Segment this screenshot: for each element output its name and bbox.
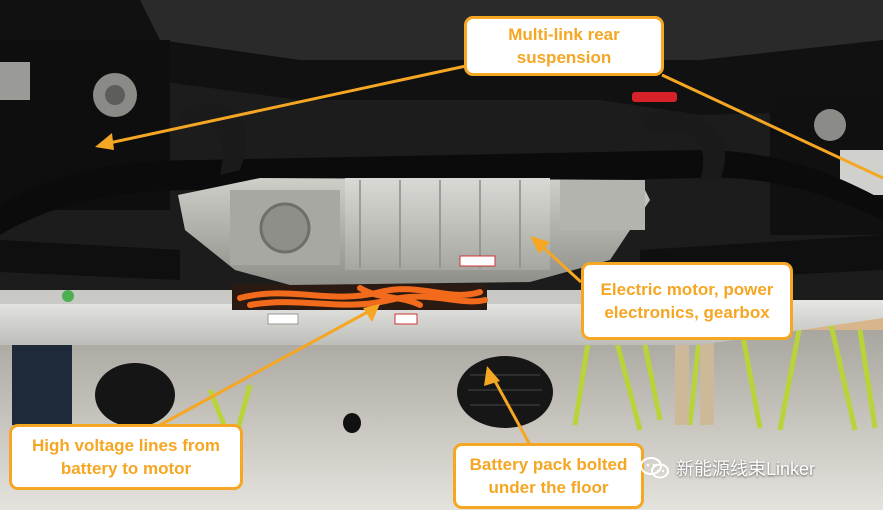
tire-tread xyxy=(468,374,542,406)
rear-tire-right xyxy=(457,356,553,428)
rear-tire-left xyxy=(95,363,175,427)
callout-battery-pack: Battery pack bolted under the floor xyxy=(453,443,644,509)
gearbox-flange xyxy=(259,202,311,254)
motor-stator-casing xyxy=(345,178,550,270)
callout-line: electronics, gearbox xyxy=(604,303,770,322)
watermark-text: 新能源线束Linker xyxy=(676,459,816,479)
wechat-icon xyxy=(640,457,669,479)
callout-line: suspension xyxy=(516,48,612,67)
hv-cables xyxy=(237,285,488,308)
lower-link xyxy=(0,240,180,280)
motor-warning-label xyxy=(459,255,496,267)
pack-label xyxy=(394,313,418,325)
subframe-crossmember xyxy=(0,150,883,235)
callout-electric-motor: Electric motor, power electronics, gearb… xyxy=(581,262,793,340)
watermark: 新能源线束Linker xyxy=(640,455,815,481)
control-arm xyxy=(180,103,247,175)
callout-arrows xyxy=(95,64,883,446)
callout-line: Electric motor, power xyxy=(600,280,774,299)
person-leg xyxy=(675,330,689,425)
floor-object xyxy=(343,413,361,433)
control-arm xyxy=(640,111,726,180)
callout-line: Battery pack bolted xyxy=(469,455,628,474)
person-leg xyxy=(700,330,714,425)
bolt-head xyxy=(0,62,30,100)
callout-line: Multi-link rear xyxy=(508,25,620,44)
callout-high-voltage-lines: High voltage lines from battery to motor xyxy=(9,424,243,490)
pack-label xyxy=(267,313,299,325)
bolt xyxy=(105,85,125,105)
bushing-right xyxy=(814,109,846,141)
callout-line: battery to motor xyxy=(60,459,192,478)
person-legs-left xyxy=(12,345,72,425)
callout-multi-link-rear-suspension: Multi-link rear suspension xyxy=(464,16,664,76)
callout-line: under the floor xyxy=(488,478,609,497)
green-indicator xyxy=(62,290,74,302)
casing-ribs xyxy=(359,180,521,268)
power-electronics xyxy=(560,180,645,230)
callout-line: High voltage lines from xyxy=(32,436,220,455)
red-reflector xyxy=(632,92,677,102)
